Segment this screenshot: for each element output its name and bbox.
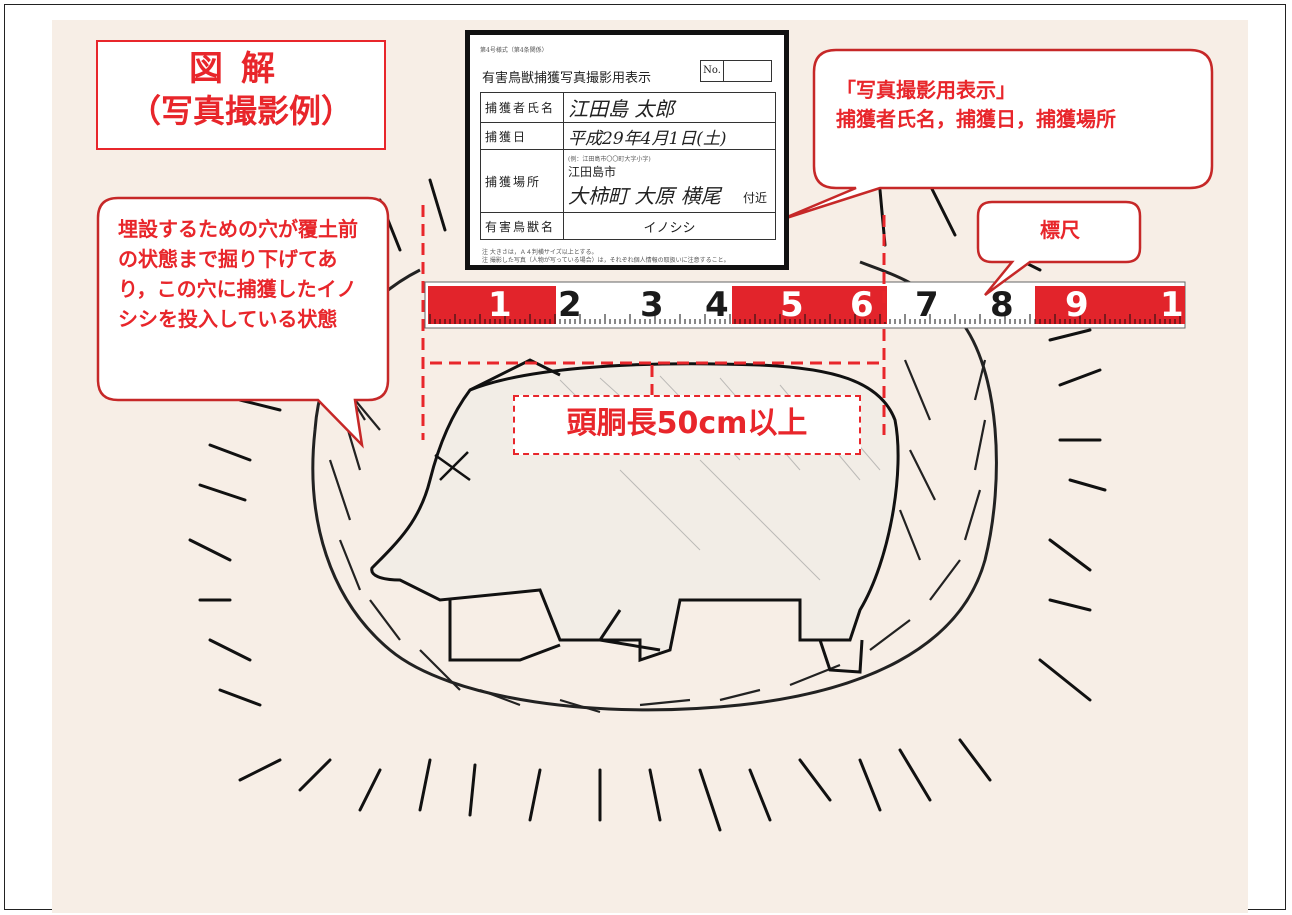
- ruler-number: 5: [780, 285, 804, 325]
- card-location-value: 大柿町 大原 横尾: [568, 183, 721, 208]
- card-label: 有害鳥獣名: [480, 212, 564, 240]
- card-location-sub: 江田島市: [568, 164, 617, 179]
- card-label: 捕獲者氏名: [480, 92, 564, 123]
- bubble-right: [779, 48, 1214, 222]
- ruler-number: 2: [558, 285, 582, 325]
- ruler-number: 1: [1160, 285, 1184, 325]
- bubble-right-text: 「写真撮影用表示」 捕獲者氏名，捕獲日，捕獲場所: [836, 76, 1206, 134]
- card-label: 捕獲場所: [480, 149, 564, 213]
- ruler-number: 9: [1065, 285, 1089, 325]
- card-heading: 有害鳥獣捕獲写真撮影用表示: [482, 71, 652, 86]
- ruler-number: 7: [915, 285, 939, 325]
- card-value: 平成29年4月1日(土): [563, 122, 776, 150]
- bubble-left-text: 埋設するための穴が覆土前の状態まで掘り下げてあり，この穴に捕獲したイノシシを投入…: [118, 217, 358, 331]
- diagram-subtitle: （写真撮影例）: [128, 92, 353, 130]
- bubble-scale: [976, 200, 1142, 297]
- ruler-number: 8: [990, 285, 1014, 325]
- card-location-note: (例：江田島市〇〇町大字小字): [568, 155, 651, 163]
- ruler-number: 1: [488, 285, 512, 325]
- ruler-number: 4: [705, 285, 729, 325]
- card-location-suffix: 付近: [742, 191, 767, 205]
- bubble-left: [96, 196, 390, 449]
- bubble-right-line1: 「写真撮影用表示」: [836, 78, 1016, 102]
- ruler: [424, 281, 1186, 329]
- card-value: イノシシ: [563, 212, 776, 240]
- card-value: 江田島 太郎: [563, 92, 776, 123]
- diagram-title: 図解: [189, 49, 293, 89]
- card-row: 捕獲日 平成29年4月1日(土): [480, 122, 776, 150]
- card-row: 捕獲者氏名 江田島 太郎: [480, 92, 776, 123]
- head-body-length-label: 頭胴長50cm以上: [513, 395, 861, 455]
- bubble-scale-text: 標尺: [1040, 218, 1080, 242]
- boar-legs: [448, 600, 864, 674]
- card-number-box: No.: [700, 60, 772, 82]
- card-table: 捕獲者氏名 江田島 太郎 捕獲日 平成29年4月1日(土) 捕獲場所 (例：江田…: [480, 92, 776, 240]
- card-footnote-1: 注 大きさは，Ａ４判横サイズ以上とする。: [482, 249, 598, 256]
- card-value-location: (例：江田島市〇〇町大字小字) 江田島市 大柿町 大原 横尾 付近: [563, 149, 776, 213]
- card-footnote-2: 注 撮影した写真（人物が写っている場合）は，それぞれ個人情報の取扱いに注意するこ…: [482, 257, 730, 264]
- measure-bracket: [421, 205, 886, 440]
- card-row: 有害鳥獣名 イノシシ: [480, 212, 776, 240]
- ruler-number: 3: [640, 285, 664, 325]
- card-form-ref: 第4号様式（第4条関係）: [480, 47, 548, 54]
- bubble-right-line2: 捕獲者氏名，捕獲日，捕獲場所: [836, 107, 1116, 131]
- diagram-title-box: 図解 （写真撮影例）: [96, 40, 386, 150]
- capture-photo-sign: 第4号様式（第4条関係） 有害鳥獣捕獲写真撮影用表示 No. 捕獲者氏名 江田島…: [465, 30, 789, 270]
- card-label: 捕獲日: [480, 122, 564, 150]
- card-row: 捕獲場所 (例：江田島市〇〇町大字小字) 江田島市 大柿町 大原 横尾 付近: [480, 149, 776, 213]
- card-number-label: No.: [701, 61, 724, 81]
- ruler-number: 6: [850, 285, 874, 325]
